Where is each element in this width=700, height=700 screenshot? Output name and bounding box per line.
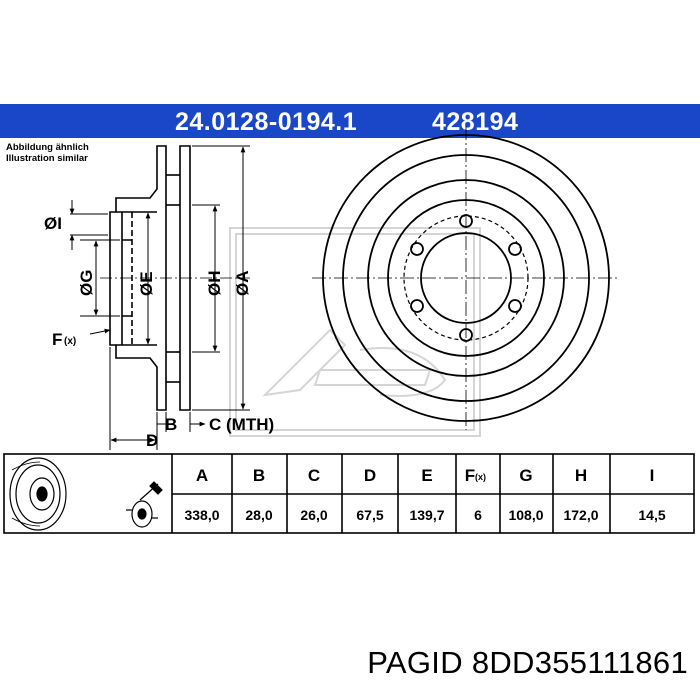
watermark-logo (229, 227, 481, 437)
note-line-german: Abbildung ähnlich (6, 142, 89, 153)
table-value-b: 28,0 (245, 507, 272, 523)
spec-table (3, 453, 695, 534)
table-header-b: B (253, 466, 265, 485)
table-header-e: E (421, 466, 432, 485)
label-dim-e: ØE (137, 271, 156, 296)
table-value-d: 67,5 (356, 507, 383, 523)
table-header-c: C (308, 466, 320, 485)
header-bar (0, 104, 700, 138)
label-dim-a: ØA (233, 271, 252, 297)
table-header-i: I (650, 466, 655, 485)
reference-number: 428194 (432, 108, 519, 136)
label-dim-i: ØI (44, 214, 62, 233)
front-view-centerlines (312, 126, 620, 430)
label-dim-b: B (165, 415, 177, 434)
footer-part-label: PAGID 8DD355111861 (367, 645, 688, 680)
table-value-a: 338,0 (184, 507, 219, 523)
illustration-note: Abbildung ähnlich Illustration similar (6, 142, 89, 164)
table-value-c: 26,0 (300, 507, 327, 523)
table-value-h: 172,0 (563, 507, 598, 523)
table-header-g: G (519, 466, 532, 485)
table-header-d: D (364, 466, 376, 485)
label-dim-d: D (146, 431, 158, 450)
label-dim-f-sub: (x) (64, 336, 76, 347)
label-dim-h: ØH (205, 271, 224, 297)
torque-wrench-icon (126, 481, 163, 528)
label-dim-f: F (52, 330, 62, 349)
table-value-f: 6 (474, 507, 482, 523)
table-value-i: 14,5 (638, 507, 665, 523)
table-header-h: H (575, 466, 587, 485)
note-line-english: Illustration similar (6, 153, 88, 164)
label-dim-c: C (MTH) (209, 415, 274, 434)
disc-thumbnail-icon (9, 457, 67, 531)
dimension-lines (69, 145, 250, 450)
part-number: 24.0128-0194.1 (175, 108, 358, 136)
table-header-a: A (196, 466, 208, 485)
label-dim-g: ØG (77, 270, 96, 296)
table-header-f-sub: (x) (475, 472, 486, 482)
table-value-g: 108,0 (508, 507, 543, 523)
table-value-e: 139,7 (409, 507, 444, 523)
table-header-f: F (465, 466, 475, 485)
